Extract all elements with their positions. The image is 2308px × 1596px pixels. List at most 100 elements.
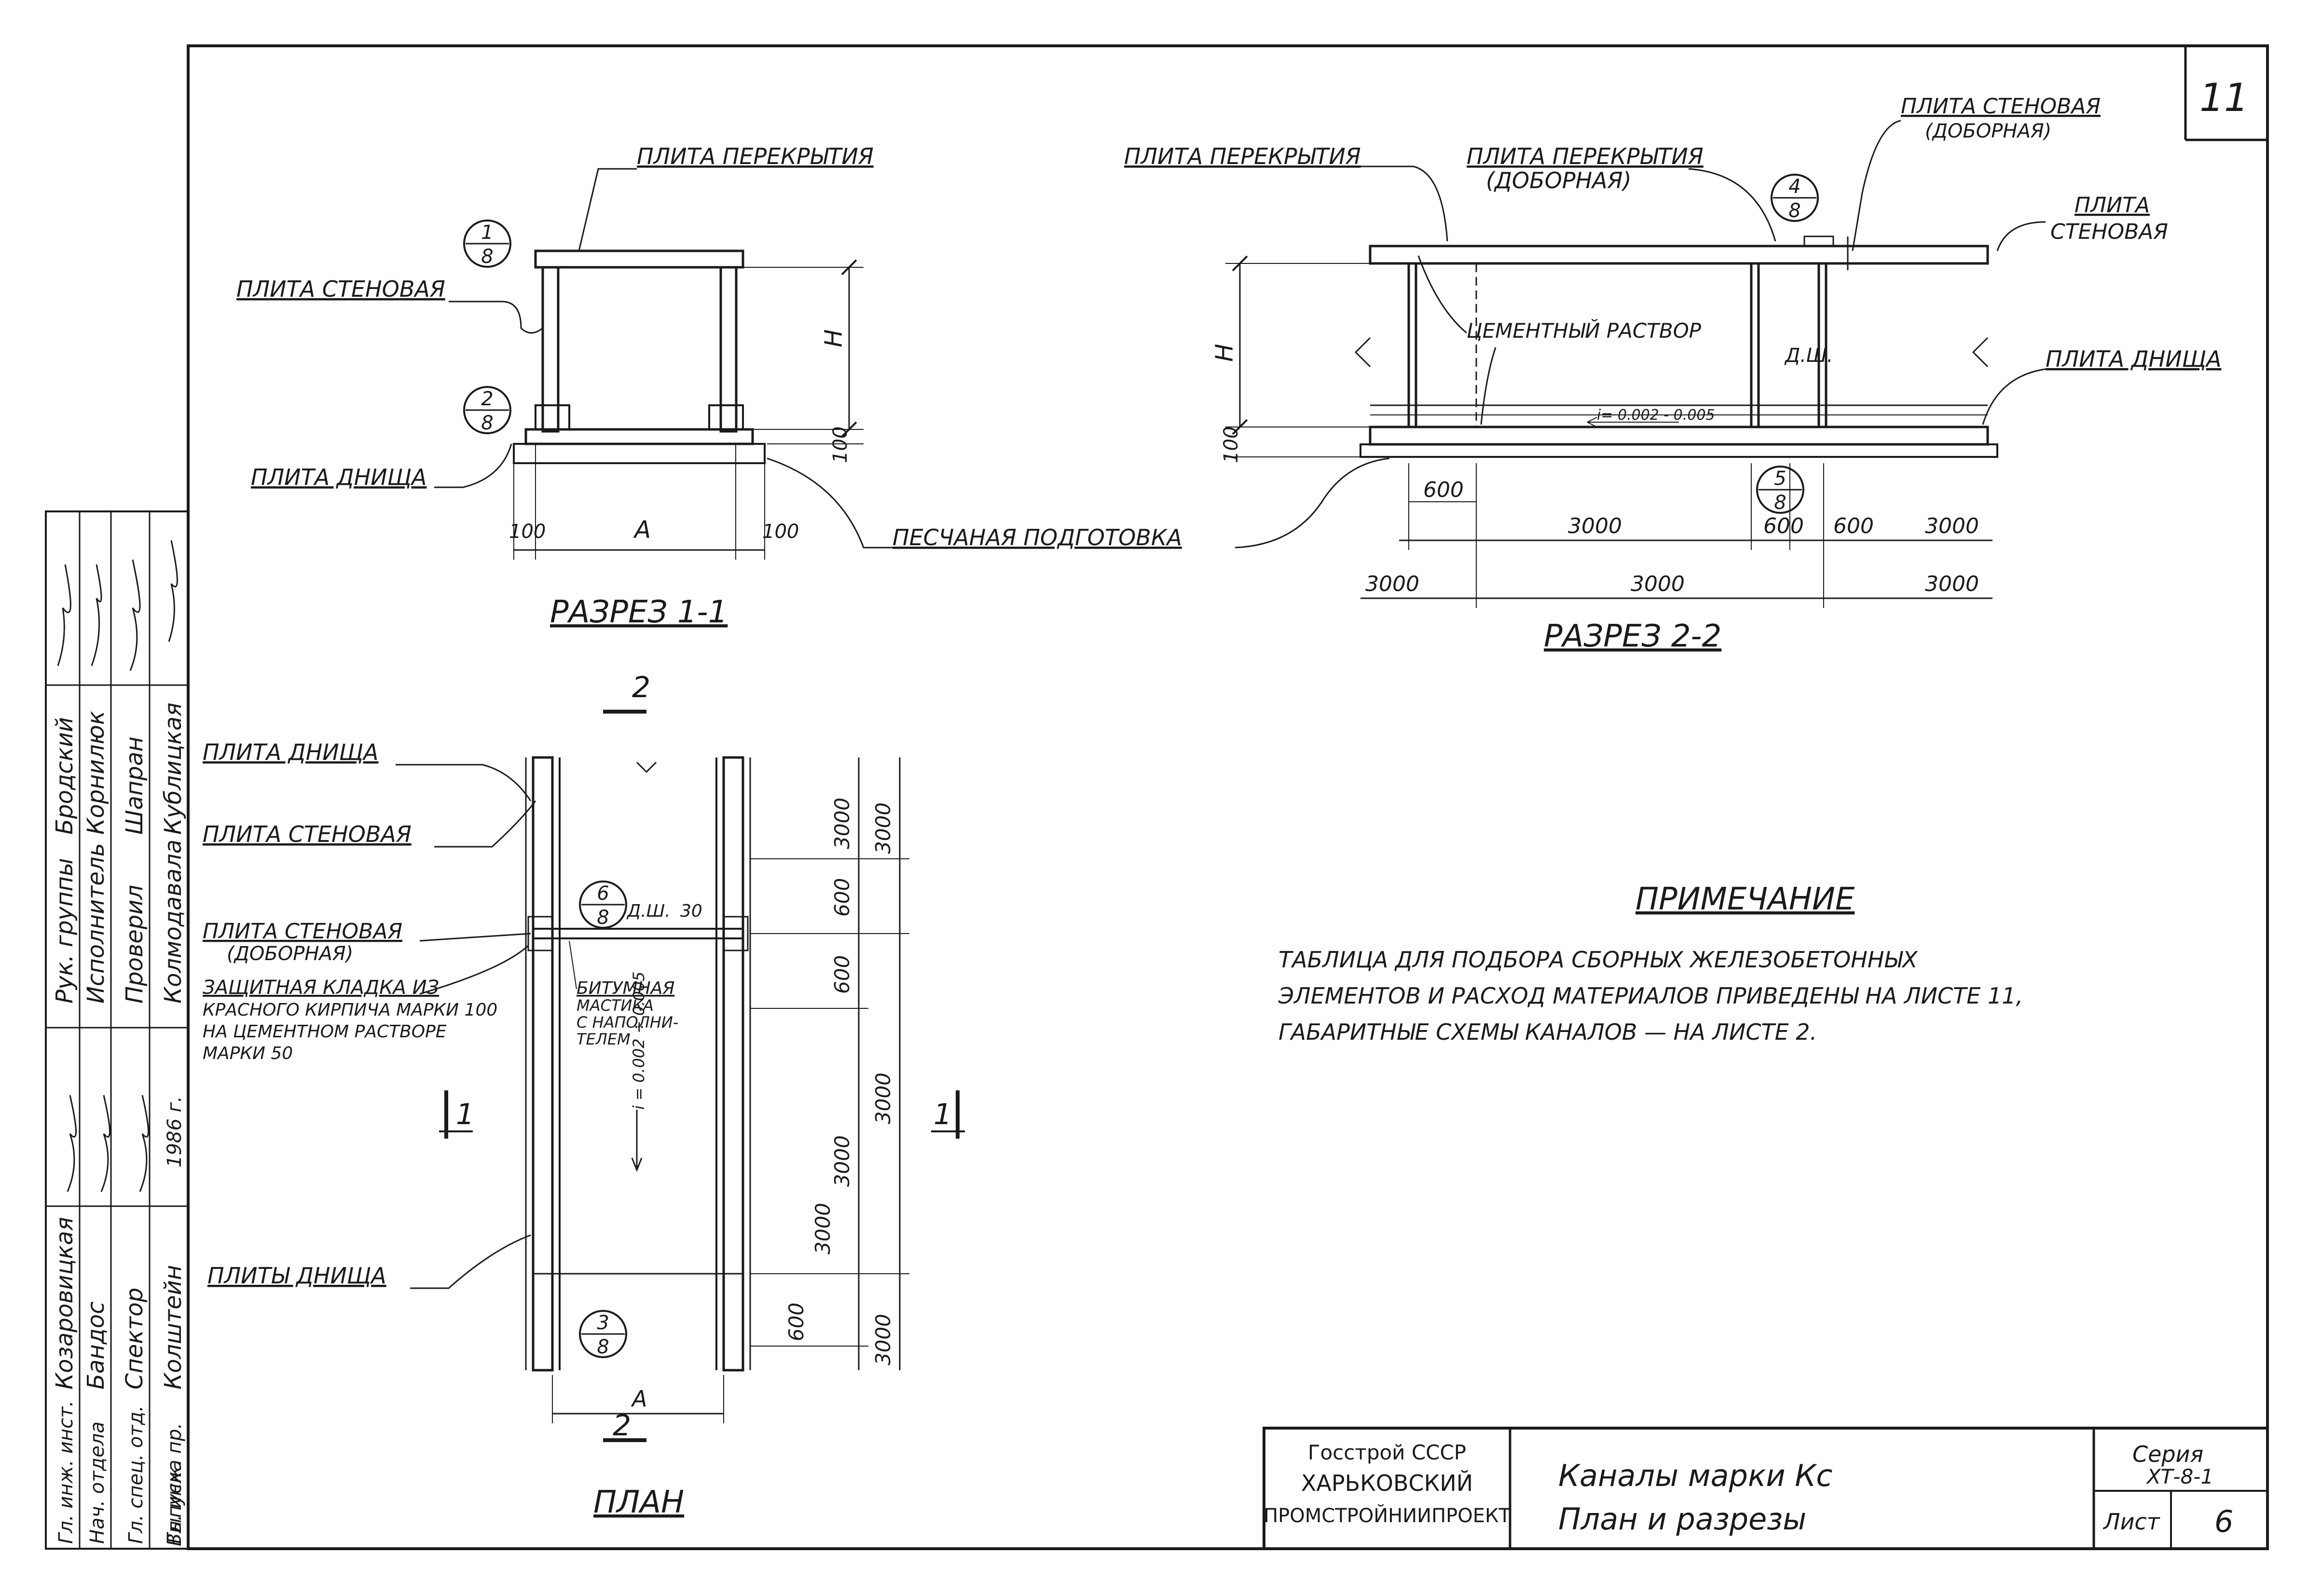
label-dsh-2: Д.Ш. <box>1784 344 1833 367</box>
plan-protect-1: ЗАЩИТНАЯ КЛАДКА ИЗ <box>203 977 439 999</box>
stamp-role-2: Исполнитель <box>82 843 110 1004</box>
drawing-title-1: Каналы марки Кс <box>1558 1458 1833 1493</box>
plan-bitumen-2: МАСТИКА <box>577 996 654 1015</box>
svg-text:8: 8 <box>597 907 609 929</box>
svg-text:2: 2 <box>481 388 493 410</box>
label-bottom-slab-2: ПЛИТА ДНИЩА <box>2046 346 2222 372</box>
title-section-1-1: РАЗРЕЗ 1-1 <box>550 594 728 630</box>
dim-100-right: 100 <box>829 427 852 463</box>
right-wall <box>719 266 738 433</box>
signature-3 <box>129 559 141 671</box>
svg-text:2: 2 <box>632 671 650 704</box>
svg-text:1: 1 <box>934 1098 952 1131</box>
plan-label-bottom: ПЛИТА ДНИЩА <box>203 739 379 765</box>
left-wall <box>541 266 560 433</box>
stamp-left-name-3: Спектор <box>121 1288 148 1390</box>
svg-text:8: 8 <box>1774 492 1786 514</box>
dim-plan-in-0: 3000 <box>830 798 854 849</box>
stamp-left-role-2: Нач. отдела <box>86 1421 109 1544</box>
stamp-extra: Кублицкая <box>160 702 187 835</box>
series-value: ХТ-8-1 <box>2146 1465 2213 1488</box>
note-line-1: ТАБЛИЦА ДЛЯ ПОДБОРА СБОРНЫХ ЖЕЛЕЗОБЕТОНН… <box>1278 947 1918 973</box>
side-stamp: Рук. группы Исполнитель Проверил Колмода… <box>45 510 189 1550</box>
note-line-3: ГАБАРИТНЫЕ СХЕМЫ КАНАЛОВ — НА ЛИСТЕ 2. <box>1278 1019 1817 1045</box>
plan-label-wall-extra-1: ПЛИТА СТЕНОВАЯ <box>203 919 402 944</box>
dim-2-1: 3000 <box>1568 514 1622 538</box>
plan-label-wall-extra-2: (ДОБОРНАЯ) <box>227 943 353 965</box>
plan-bottom-slabs: ПЛИТЫ ДНИЩА <box>207 1263 386 1289</box>
stamp-role-3: Проверил <box>121 885 148 1004</box>
org-line-3: ПРОМСТРОЙНИИПРОЕКТ <box>1264 1504 1511 1527</box>
mark-4-8 <box>1771 174 1819 222</box>
dim-2b-1: 3000 <box>1631 572 1685 596</box>
bottom-slab-run <box>1369 426 1989 446</box>
series-label: Серия <box>2132 1441 2203 1467</box>
dim-plan-out-0: 3000 <box>871 802 895 854</box>
label-wall-slab: ПЛИТА СТЕНОВАЯ <box>236 276 445 302</box>
signature-6 <box>100 1095 110 1192</box>
svg-text:1: 1 <box>456 1098 474 1131</box>
label-wall-2a: ПЛИТА <box>2074 193 2150 218</box>
plan-left-wall <box>532 756 554 1372</box>
dim-plan-out-2: 3000 <box>871 1314 895 1365</box>
title-block: Госстрой СССР ХАРЬКОВСКИЙ ПРОМСТРОЙНИИПР… <box>1263 1427 2269 1550</box>
mark-1-8 <box>463 220 511 268</box>
plan-label-wall: ПЛИТА СТЕНОВАЯ <box>203 821 412 847</box>
label-top-slab-2: ПЛИТА ПЕРЕКРЫТИЯ <box>1124 143 1361 169</box>
drawing-title-2: План и разрезы <box>1558 1501 1806 1537</box>
dim-plan-in-1: 600 <box>830 878 854 917</box>
sand-bed <box>513 443 766 464</box>
mark-3-8 <box>579 1310 627 1358</box>
dim-H-2: H <box>1210 344 1238 362</box>
dim-2-0: 600 <box>1423 478 1464 502</box>
dim-100-left: 100 <box>509 521 546 543</box>
stamp-issue: Выпуска <box>164 1459 186 1546</box>
stamp-left-role-3: Гл. спец. отд. <box>125 1405 147 1544</box>
dim-A-plan: A <box>631 1386 647 1412</box>
mark-6-8 <box>579 881 627 929</box>
svg-text:8: 8 <box>597 1336 609 1358</box>
stamp-left-role-1: Гл. инж. инст. <box>55 1401 77 1544</box>
svg-text:5: 5 <box>1774 468 1786 490</box>
org-line-2: ХАРЬКОВСКИЙ <box>1301 1470 1473 1496</box>
stamp-left-name-1: Козаровицкая <box>51 1217 78 1390</box>
bottom-slab <box>524 428 754 445</box>
note-title: ПРИМЕЧАНИЕ <box>1635 881 1855 917</box>
stamp-name-2: Корнилюк <box>82 711 110 835</box>
dim-2b-0: 3000 <box>1365 572 1419 596</box>
dim-plan-in-4: 3000 <box>811 1203 835 1254</box>
org-line-1: Госстрой СССР <box>1308 1441 1466 1464</box>
svg-text:8: 8 <box>1788 200 1800 222</box>
label-slope-plan: i = 0.002 ÷ 0.005 <box>630 972 648 1110</box>
svg-text:1: 1 <box>481 221 493 244</box>
label-mortar: ЦЕМЕНТНЫЙ РАСТВОР <box>1467 318 1702 343</box>
title-plan: ПЛАН <box>593 1485 684 1520</box>
label-top-extra-1: ПЛИТА ПЕРЕКРЫТИЯ <box>1467 143 1704 169</box>
note-block: ПРИМЕЧАНИЕ ТАБЛИЦА ДЛЯ ПОДБОРА СБОРНЫХ Ж… <box>1278 881 2023 1045</box>
corner-sheet-number: 11 <box>2199 75 2249 120</box>
title-section-2-2: РАЗРЕЗ 2-2 <box>1544 619 1721 654</box>
label-wall-extra-2: (ДОБОРНАЯ) <box>1925 120 2051 142</box>
dim-A-section: A <box>633 516 651 544</box>
top-slab-run <box>1369 245 1989 265</box>
svg-text:8: 8 <box>481 246 493 268</box>
dim-plan-in-5: 600 <box>784 1303 808 1341</box>
stamp-left-name-2: Бандос <box>82 1301 110 1390</box>
signature-7 <box>139 1095 149 1192</box>
sheet-frame: 11 <box>187 44 2269 1550</box>
mark-5-8 <box>1756 466 1804 514</box>
plan-protect-3: НА ЦЕМЕНТНОМ РАСТВОРЕ <box>203 1022 447 1042</box>
label-wall-2b: СТЕНОВАЯ <box>2050 220 2168 244</box>
plan-view: i = 0.002 ÷ 0.005 2 2 1 1 A 3000 600 600… <box>203 671 965 1520</box>
stamp-bottom-note: Колмодавала <box>160 839 187 1004</box>
dim-100-2: 100 <box>1220 427 1242 463</box>
note-line-2: ЭЛЕМЕНТОВ И РАСХОД МАТЕРИАЛОВ ПРИВЕДЕНЫ … <box>1278 983 2023 1009</box>
label-sand: ПЕСЧАНАЯ ПОДГОТОВКА <box>893 524 1182 550</box>
svg-text:4: 4 <box>1788 176 1800 198</box>
svg-text:3: 3 <box>597 1312 609 1334</box>
stamp-date: 1986 г. <box>164 1096 186 1168</box>
plan-right-wall <box>722 756 744 1372</box>
stamp-left-role-4: Гл. инж. пр. <box>164 1423 186 1544</box>
section-2-2: H 100 600 3000 600 600 3000 3000 3000 30… <box>1124 94 2222 654</box>
label-bottom-slab: ПЛИТА ДНИЩА <box>251 464 427 490</box>
